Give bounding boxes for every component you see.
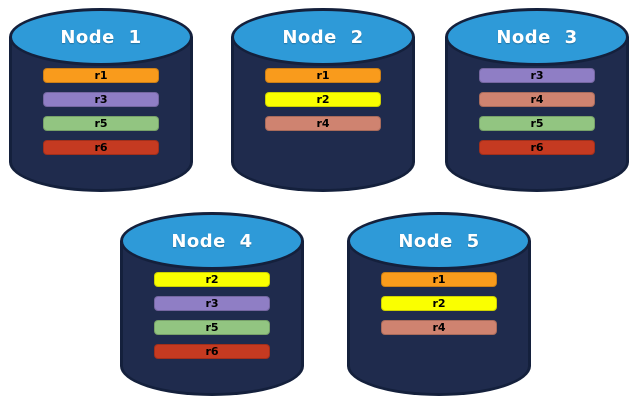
replica-bar-r4: r4 xyxy=(479,92,595,107)
replica-label: r2 xyxy=(205,273,219,286)
cylinder-top-ellipse: Node 4 xyxy=(120,212,304,270)
replica-label: r3 xyxy=(530,69,544,82)
node-title: Node 4 xyxy=(171,230,253,252)
replica-bar-r6: r6 xyxy=(154,344,270,359)
replica-bar-r5: r5 xyxy=(479,116,595,131)
node-title: Node 2 xyxy=(282,26,364,48)
replica-list: r2 r3 r5 r6 xyxy=(120,272,304,359)
replica-bar-r1: r1 xyxy=(381,272,497,287)
cylinder-top-ellipse: Node 2 xyxy=(231,8,415,66)
node-cylinder: Node 4 r2 r3 r5 r6 xyxy=(120,212,304,396)
replica-bar-r4: r4 xyxy=(381,320,497,335)
replica-bar-r3: r3 xyxy=(43,92,159,107)
replica-label: r2 xyxy=(316,93,330,106)
node-title: Node 5 xyxy=(398,230,480,252)
replica-bar-r5: r5 xyxy=(154,320,270,335)
replica-label: r4 xyxy=(316,117,330,130)
replica-label: r5 xyxy=(205,321,219,334)
replica-label: r5 xyxy=(530,117,544,130)
replica-label: r1 xyxy=(432,273,446,286)
replica-bar-r5: r5 xyxy=(43,116,159,131)
node-title: Node 3 xyxy=(496,26,578,48)
replica-label: r6 xyxy=(205,345,219,358)
replica-bar-r1: r1 xyxy=(265,68,381,83)
replica-label: r2 xyxy=(432,297,446,310)
cylinder-top-ellipse: Node 1 xyxy=(9,8,193,66)
replica-bar-r6: r6 xyxy=(479,140,595,155)
replica-label: r1 xyxy=(94,69,108,82)
replica-label: r4 xyxy=(530,93,544,106)
replica-label: r3 xyxy=(205,297,219,310)
replica-bar-r4: r4 xyxy=(265,116,381,131)
node-cylinder: Node 2 r1 r2 r4 xyxy=(231,8,415,192)
replica-bar-r2: r2 xyxy=(381,296,497,311)
replica-list: r1 r3 r5 r6 xyxy=(9,68,193,155)
cylinder-top-ellipse: Node 3 xyxy=(445,8,629,66)
cylinder-top-ellipse: Node 5 xyxy=(347,212,531,270)
replica-list: r1 r2 r4 xyxy=(347,272,531,335)
node-title: Node 1 xyxy=(60,26,142,48)
replica-bar-r3: r3 xyxy=(479,68,595,83)
replica-label: r3 xyxy=(94,93,108,106)
replica-label: r6 xyxy=(530,141,544,154)
replica-bar-r6: r6 xyxy=(43,140,159,155)
replica-bar-r2: r2 xyxy=(265,92,381,107)
replica-label: r6 xyxy=(94,141,108,154)
replica-list: r3 r4 r5 r6 xyxy=(445,68,629,155)
replica-list: r1 r2 r4 xyxy=(231,68,415,131)
replica-bar-r3: r3 xyxy=(154,296,270,311)
replica-bar-r1: r1 xyxy=(43,68,159,83)
replica-label: r4 xyxy=(432,321,446,334)
node-cylinder: Node 3 r3 r4 r5 r6 xyxy=(445,8,629,192)
node-cylinder: Node 1 r1 r3 r5 r6 xyxy=(9,8,193,192)
replica-label: r5 xyxy=(94,117,108,130)
replica-label: r1 xyxy=(316,69,330,82)
replica-bar-r2: r2 xyxy=(154,272,270,287)
node-cylinder: Node 5 r1 r2 r4 xyxy=(347,212,531,396)
